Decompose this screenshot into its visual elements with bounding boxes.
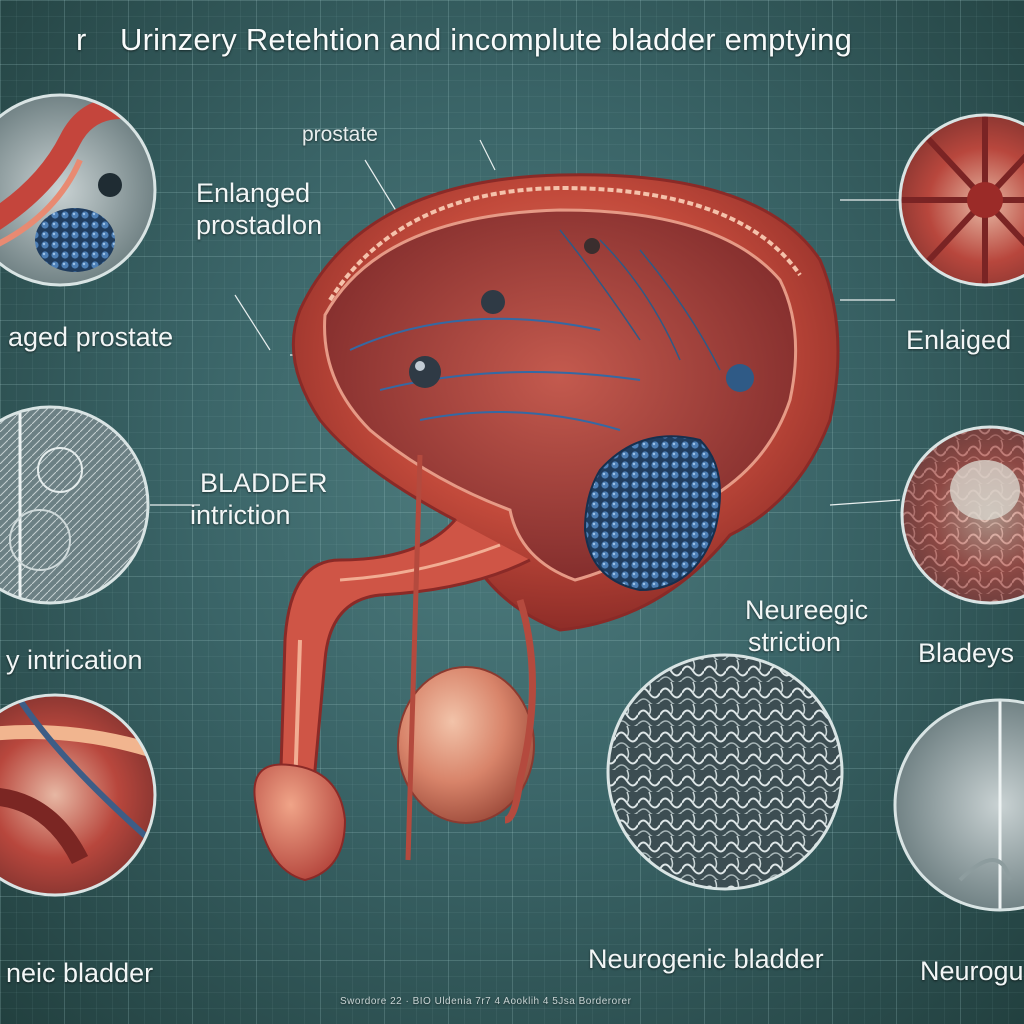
panel-right-top [900,115,1024,285]
caption-center: Neurogenic bladder [588,944,824,974]
panel-left-top [0,95,155,285]
panel-left-top-ring [0,93,157,287]
footer-text: Swordore 22 · BIO Uldenia 7r7 4 Aooklih … [340,996,632,1007]
panel-left-middle-ring [0,405,150,605]
panel-right-bottom [895,700,1024,910]
glans [253,763,347,882]
caption-right-bottom: Neurogu [920,956,1024,986]
panel-left-middle [0,407,148,603]
label-enlarged-line1: Enlanged [196,178,311,208]
prostate-nodule [583,435,721,592]
testis [397,598,536,824]
label-bladder-line1: BLADDER [200,468,328,498]
panel-center-ring [606,653,844,891]
caption-right-middle: Bladeys [918,638,1015,668]
label-enlarged-line2: prostadlon [196,210,323,240]
vas-deferens [405,454,423,861]
label-prostate: prostate [302,123,378,146]
page-title: Urinzery Retehtion and incomplute bladde… [120,22,853,57]
panel-left-bottom-ring [0,693,157,897]
label-neureegic-line2: striction [748,627,842,657]
title-prefix: r [76,22,87,57]
caption-left-middle: y intrication [6,645,143,675]
caption-left-bottom: neic bladder [6,958,154,988]
panel-center [608,655,842,889]
panel-left-bottom [0,695,155,895]
caption-right-top: Enlaiged [906,325,1012,355]
label-neureegic-line1: Neureegic [745,595,869,625]
caption-left-top: aged prostate [8,322,174,352]
panel-right-bottom-ring [893,698,1024,912]
panel-right-middle-ring [900,425,1024,605]
panel-right-middle [902,427,1024,603]
label-bladder-line2: intriction [190,500,291,530]
